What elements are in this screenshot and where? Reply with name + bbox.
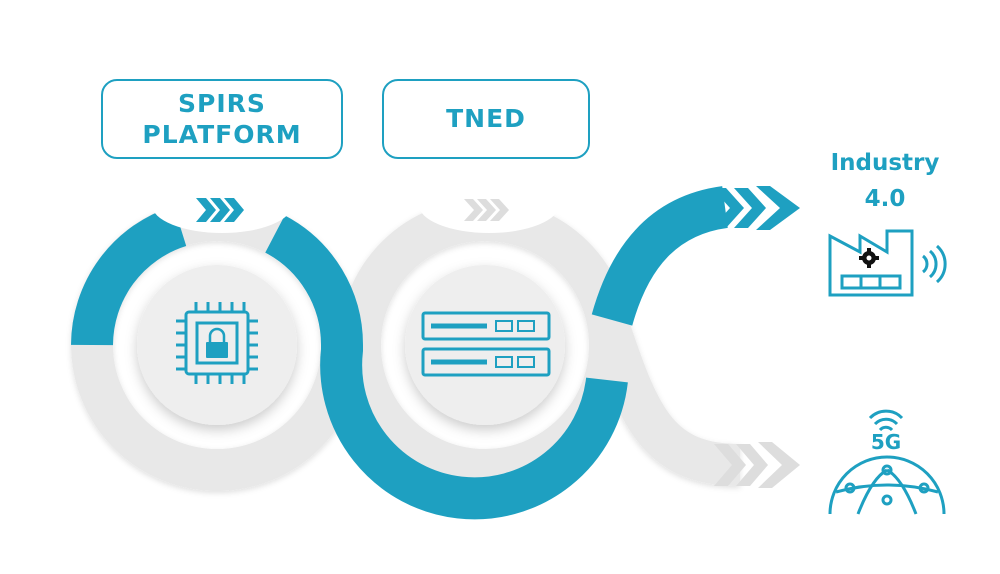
stage-label-spirs-platform: SPIRS PLATFORM bbox=[101, 79, 343, 159]
chevron-5g bbox=[714, 442, 800, 488]
lock-shackle bbox=[208, 327, 226, 342]
smart-factory-icon bbox=[828, 229, 947, 297]
chevron-industry bbox=[712, 186, 800, 230]
outcome-label-line-2: 4.0 bbox=[864, 185, 906, 212]
disc-tned bbox=[405, 265, 565, 425]
outcome-label-line-1: 5G bbox=[870, 430, 902, 454]
5g-network-globe-icon bbox=[828, 409, 946, 515]
chevron-tned bbox=[464, 199, 509, 221]
wifi-arc-inner bbox=[878, 425, 894, 432]
disc-tned-face bbox=[405, 265, 565, 425]
stage-label-line-2: PLATFORM bbox=[142, 120, 302, 149]
outcome-label-industry: Industry 4.0 bbox=[818, 146, 952, 217]
outcome-label-line-1: Industry bbox=[830, 150, 940, 176]
stage-label-tned: TNED bbox=[382, 79, 590, 159]
chip-pins bbox=[176, 302, 258, 384]
server-rack-icon bbox=[421, 311, 551, 377]
outcome-label-5g: 5G bbox=[856, 430, 916, 454]
stage-label-line-1: SPIRS bbox=[178, 88, 266, 118]
wifi-arc-mid bbox=[873, 417, 899, 426]
microchip-lock-icon bbox=[176, 302, 258, 384]
stage-label-line-1: TNED bbox=[446, 104, 526, 134]
s-curve-accent bbox=[264, 215, 628, 520]
upper-arc-to-industry bbox=[591, 186, 729, 326]
lower-arc-to-5g-track bbox=[590, 323, 741, 486]
gear-icon bbox=[859, 248, 879, 268]
wifi-arc-outer bbox=[868, 409, 904, 420]
accent-path bbox=[71, 186, 729, 520]
chevron-spirs bbox=[196, 198, 244, 222]
ring-spirs-accent-arc bbox=[71, 205, 187, 346]
lock-body bbox=[206, 342, 228, 358]
